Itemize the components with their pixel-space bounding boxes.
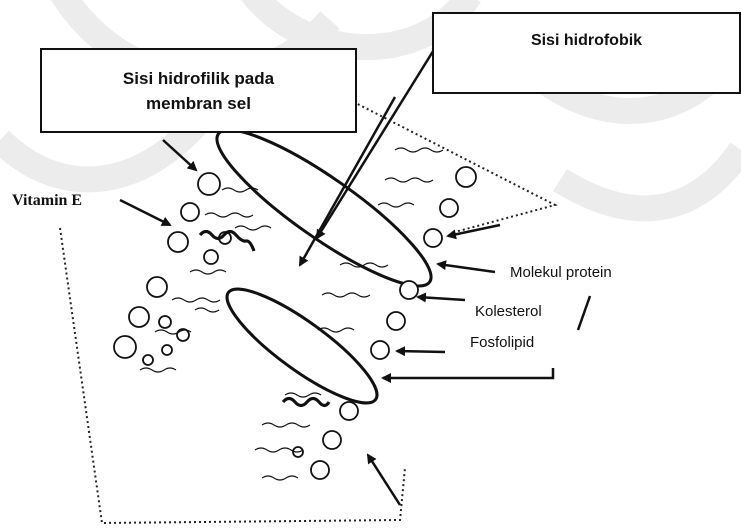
phospholipid-cluster-lower [293, 402, 358, 479]
arrow-icon [578, 296, 590, 330]
phospholipid-label: Fosfolipid [470, 334, 534, 351]
phospholipid-head-icon [162, 345, 172, 355]
phospholipid-head-icon [198, 173, 220, 195]
phospholipid-head-icon [147, 277, 167, 297]
arrow-icon [383, 368, 553, 378]
vitamin-e-label: Vitamin E [12, 192, 82, 210]
phospholipid-head-icon [204, 250, 218, 264]
phospholipid-head-icon [371, 341, 389, 359]
phospholipid-head-icon [440, 199, 458, 217]
phospholipid-head-icon [143, 355, 153, 365]
phospholipid-head-icon [114, 336, 136, 358]
arrow-icon [438, 264, 495, 272]
phospholipid-head-icon [311, 461, 329, 479]
arrow-icon [418, 297, 465, 300]
phospholipid-head-icon [181, 203, 199, 221]
phospholipid-head-icon [456, 167, 476, 187]
protein-molecule-upper [201, 109, 447, 306]
protein-molecule-label: Molekul protein [510, 264, 612, 281]
phospholipid-head-icon [323, 431, 341, 449]
hydrophobic-side-label: Sisi hidrofobik [531, 32, 642, 49]
phospholipid-cluster-left [114, 173, 231, 365]
hydrophilic-side-label-line-2: membran sel [42, 91, 355, 116]
hydrophilic-side-label-line-1: Sisi hidrofilik pada [42, 66, 355, 91]
phospholipid-head-icon [424, 229, 442, 247]
phospholipid-head-icon [400, 281, 418, 299]
cholesterol-label: Kolesterol [475, 303, 542, 320]
arrow-icon [120, 200, 170, 225]
hydrophobic-side-label-box: Sisi hidrofobik [432, 12, 741, 94]
phospholipid-head-icon [387, 312, 405, 330]
phospholipid-head-icon [159, 316, 171, 328]
phospholipid-head-icon [168, 232, 188, 252]
arrow-icon [397, 351, 445, 352]
arrow-icon [368, 455, 400, 505]
phospholipid-head-icon [129, 307, 149, 327]
vitamin-e-chain-icon [283, 399, 329, 406]
hydrophilic-side-label-box: Sisi hidrofilik pada membran sel [40, 48, 357, 133]
phospholipid-head-icon [340, 402, 358, 420]
